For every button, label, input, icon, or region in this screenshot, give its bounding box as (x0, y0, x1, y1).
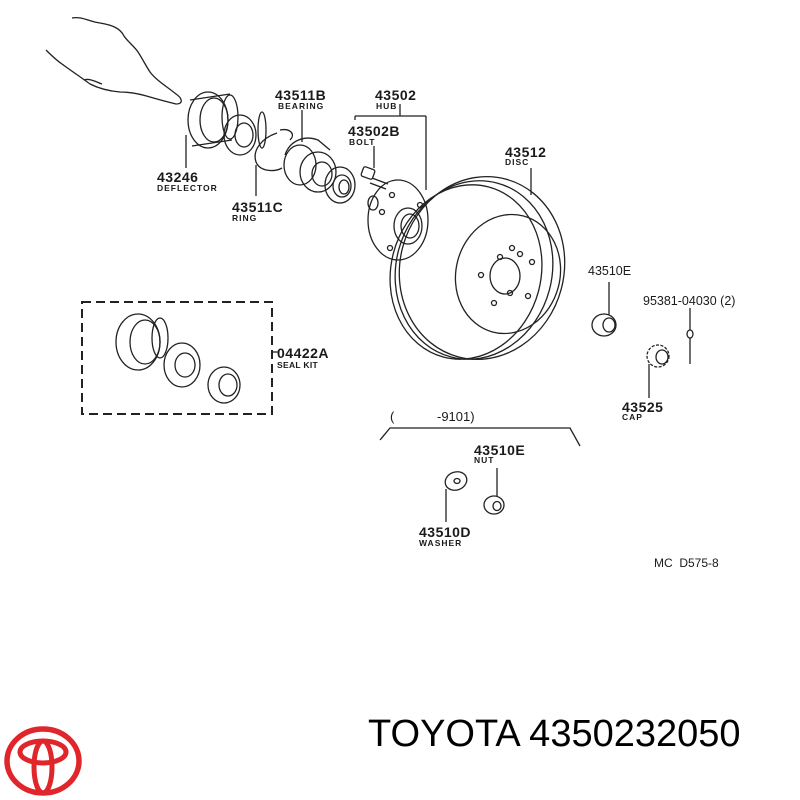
bearing-part (283, 110, 337, 193)
nut-part (483, 468, 505, 515)
part-number-43511c: 43511C (232, 199, 284, 215)
range-end-label: -9101) (437, 409, 475, 424)
part-number-43512: 43512 (505, 144, 547, 160)
part-name-hub: HUB (376, 101, 398, 111)
part-number-43511b: 43511B (275, 87, 327, 103)
part-name-bolt: BOLT (349, 137, 376, 147)
drawing-code: MC D575-8 (654, 556, 719, 570)
oil-seal-part (324, 166, 356, 204)
snap-ring-part (254, 128, 294, 196)
part-number-43510e-upper: 43510E (588, 264, 632, 278)
part-name-bearing: BEARING (278, 101, 325, 111)
date-range-bracket (379, 427, 581, 447)
range-open-paren: ( (390, 409, 395, 424)
hub-bracket (354, 104, 427, 190)
part-number-04422a: 04422A (277, 345, 330, 361)
part-number-95381-04030: 95381-04030 (2) (643, 294, 736, 308)
part-number-43246: 43246 (157, 169, 199, 185)
part-name-deflector: DEFLECTOR (157, 183, 218, 193)
nut-cap-part (646, 344, 670, 398)
part-name-cap: CAP (622, 412, 643, 422)
seal-kit-box (81, 301, 278, 415)
part-name-nut: NUT (474, 455, 495, 465)
part-number-43502b: 43502B (348, 123, 401, 139)
deflector-part (185, 91, 239, 168)
hub-part (367, 179, 429, 261)
part-name-ring: RING (232, 213, 258, 223)
part-name-disc: DISC (505, 157, 530, 167)
part-number-43525: 43525 (622, 399, 664, 415)
part-number-43502: 43502 (375, 87, 417, 103)
washer-part (444, 471, 468, 522)
toyota-logo-icon (4, 726, 82, 796)
cotter-pin-part (686, 308, 694, 364)
part-name-washer: WASHER (419, 538, 463, 548)
product-title: TOYOTA 4350232050 (368, 713, 741, 755)
brake-disc-part (389, 168, 566, 361)
part-number-43510e-lower: 43510E (474, 442, 526, 458)
part-name-seal-kit: SEAL KIT (277, 360, 318, 370)
part-number-43510d: 43510D (419, 524, 472, 540)
lock-nut-part (591, 282, 617, 337)
pointing-hand-icon (45, 16, 182, 105)
bearing-race-part (223, 111, 267, 156)
hub-bolt-part (360, 146, 389, 190)
